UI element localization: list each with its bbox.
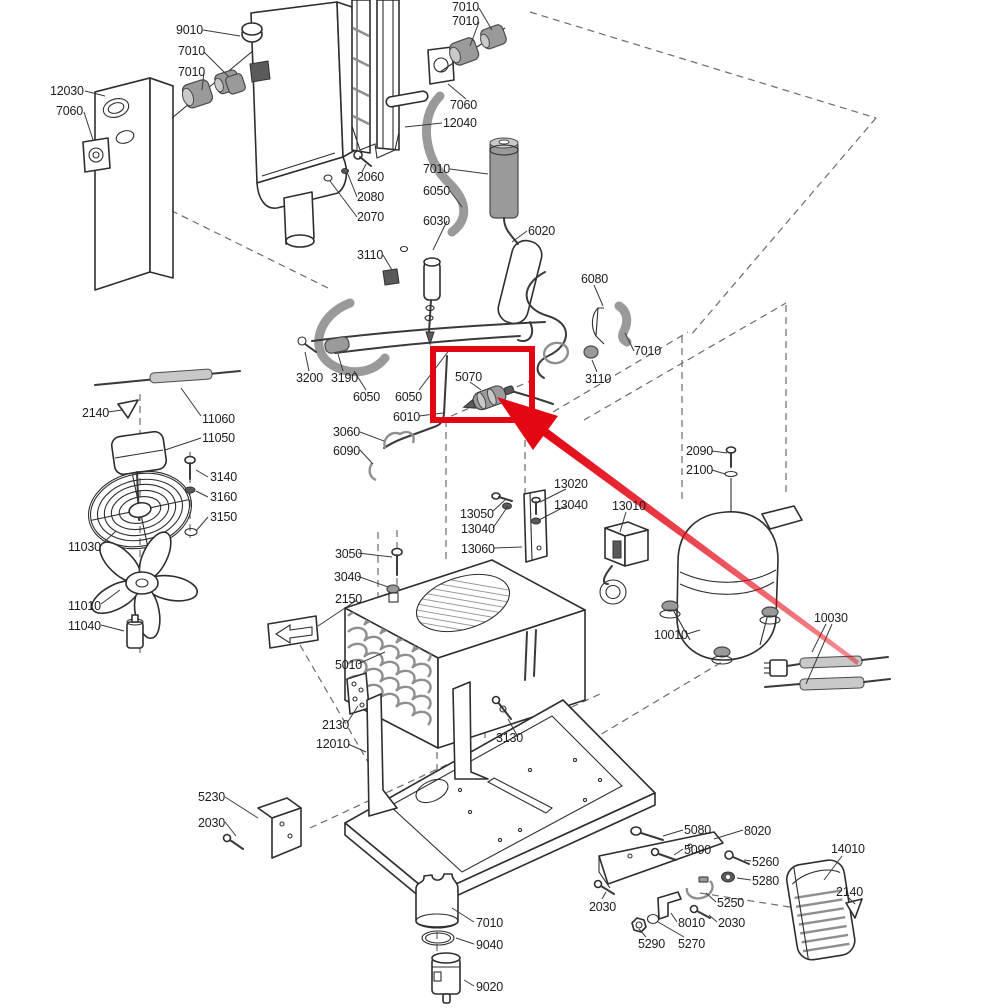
screw-5080 [630, 826, 642, 836]
bracket-5230-group [222, 797, 302, 859]
fan-blade-11010 [91, 531, 199, 640]
screw-5260 [724, 850, 734, 860]
screw-13050 [491, 492, 501, 500]
clip-2140-left [117, 399, 139, 419]
plate-7060-top [427, 46, 455, 85]
fan-opening [415, 573, 511, 633]
screw-2030-c [689, 904, 699, 914]
nut-13040-b [502, 502, 512, 510]
bracket-8010 [657, 891, 682, 920]
mount-grommet [661, 600, 679, 612]
nut-13040 [531, 517, 541, 525]
bracket-13060-group [491, 489, 548, 563]
screw-2030-a [222, 833, 232, 843]
screw-2090-group [724, 446, 738, 512]
frame-12040 [351, 0, 455, 159]
back-panel-left [366, 693, 398, 817]
screw-5090 [650, 847, 660, 857]
highlight-arrow-head [497, 397, 558, 450]
hose-7010-right [614, 301, 632, 347]
screw-3200 [297, 336, 307, 346]
pipe-assembly [297, 217, 605, 482]
clamp-5250 [685, 880, 714, 900]
washer-2100 [724, 470, 738, 478]
cover-14010 [785, 859, 856, 961]
bracket-2130 [346, 672, 370, 715]
leader-lines [83, 7, 856, 987]
condenser-5010 [344, 547, 586, 749]
hoses-6050 [314, 91, 632, 377]
clamp-3060 [383, 430, 415, 449]
highlight-box [430, 346, 535, 423]
filter-5070 [462, 385, 515, 411]
coil-ring [542, 341, 570, 365]
heater-cables-10030 [764, 655, 891, 691]
screw-3130 [496, 700, 512, 720]
nut-5290 [631, 917, 647, 933]
cap-3190 [324, 336, 350, 354]
muffler-6020 [497, 239, 543, 325]
mount-grommet [761, 606, 779, 618]
hose-6090 [368, 462, 377, 482]
cylinder-9020 [431, 952, 461, 1004]
mount-grommet [713, 646, 731, 658]
tank-12030 [82, 77, 174, 291]
capacitor-11040 [126, 621, 144, 649]
nut-3160 [184, 486, 196, 494]
back-panel-mid [452, 681, 489, 780]
plate-7060-left [82, 137, 111, 173]
motor-11050 [110, 430, 168, 476]
washer-5270 [646, 913, 660, 925]
fitting-3110-right [583, 345, 599, 359]
cup-7010-group [415, 873, 461, 1004]
highlight-arrow-shaft [543, 429, 859, 665]
bottom-right-hardware [593, 826, 750, 933]
valve-6030 [423, 261, 441, 301]
dryer-7010 [489, 137, 519, 219]
clip-2140-right [845, 898, 863, 919]
base-tray-12010 [344, 681, 656, 908]
ring-9040 [421, 930, 455, 946]
thermostat-13010 [599, 521, 649, 605]
fitting-3110-left [382, 268, 400, 286]
grommets-7010-top [439, 24, 507, 73]
screws-2060-2080-2070 [323, 150, 372, 182]
bracket-6080 [591, 307, 605, 345]
evaporator-unit [225, 1, 358, 248]
highlight-annotation [430, 346, 859, 665]
terminal-cover [761, 505, 803, 530]
grommet-3040 [386, 584, 400, 594]
direction-arrow-symbol [267, 615, 319, 649]
washer-3150 [184, 527, 198, 537]
fan-assembly [87, 368, 241, 649]
screw-2030-b [593, 879, 603, 889]
